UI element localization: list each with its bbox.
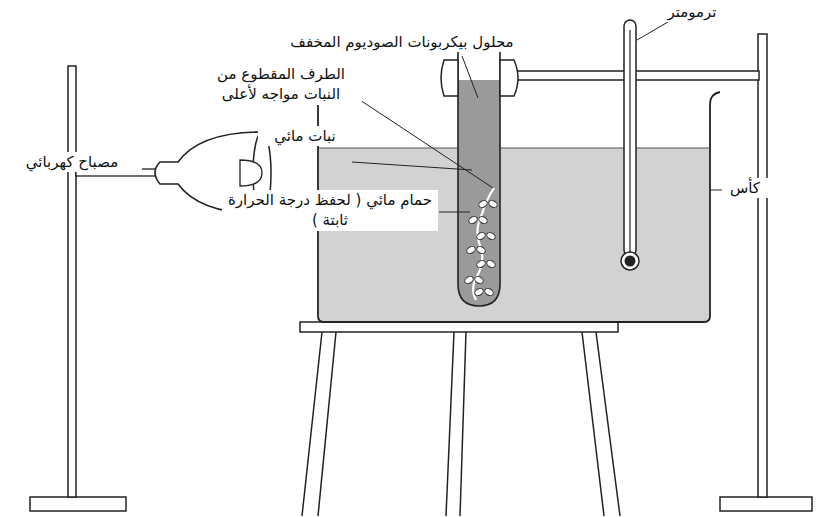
part-label: نبات مائي — [258, 126, 352, 146]
part-label: مصباح كهربائي — [2, 152, 142, 172]
plant-leaf — [488, 199, 499, 209]
plant-leaf — [466, 245, 477, 255]
leader-line — [462, 56, 478, 98]
bicarbonate-solution — [458, 80, 500, 306]
part-label: كأس — [722, 178, 768, 198]
clamp-arm — [516, 71, 759, 80]
plant-leaf — [476, 259, 487, 269]
thermometer — [624, 20, 636, 256]
leader-line — [637, 22, 668, 40]
tripod-legs — [302, 332, 620, 516]
water-bath — [319, 148, 709, 321]
leader-line — [360, 100, 493, 188]
leader-line — [711, 190, 722, 191]
plant-leaf — [478, 215, 489, 225]
lamp-bulb — [240, 160, 262, 186]
stand-pole — [758, 34, 767, 497]
plant-leaf — [486, 259, 497, 269]
plant-leaves — [464, 199, 499, 297]
plant-leaf — [464, 275, 475, 285]
tripod-top — [300, 322, 618, 332]
part-label: الطرف المقطوع من النبات مواجه لأعلى — [200, 64, 362, 105]
stand-base — [720, 497, 812, 511]
plant-leaf — [474, 287, 485, 297]
stand-pole — [68, 66, 76, 497]
leader-line — [352, 162, 472, 170]
thermometer-column — [629, 30, 630, 255]
clamp-jaws — [441, 60, 518, 96]
part-label: محلول بيكربونات الصوديوم المخفف — [282, 32, 522, 52]
thermometer-mercury — [625, 256, 636, 267]
thermometer-bulb — [621, 252, 639, 270]
plant-leaf — [484, 287, 495, 297]
plant-leaf — [486, 231, 497, 241]
water-surface — [319, 148, 709, 149]
plant-leaf — [468, 215, 479, 225]
leader-line — [439, 212, 470, 213]
plant-leaf — [478, 199, 489, 209]
plant-leaf — [476, 231, 487, 241]
plant-leaf — [474, 275, 485, 285]
stand-base — [30, 497, 126, 511]
part-label: ترمومتر — [652, 2, 732, 22]
plant-leaf — [476, 245, 487, 255]
test-tube — [452, 38, 506, 306]
part-label: حمام مائي ( لحفظ درجة الحرارة ثابتة ) — [222, 190, 438, 231]
